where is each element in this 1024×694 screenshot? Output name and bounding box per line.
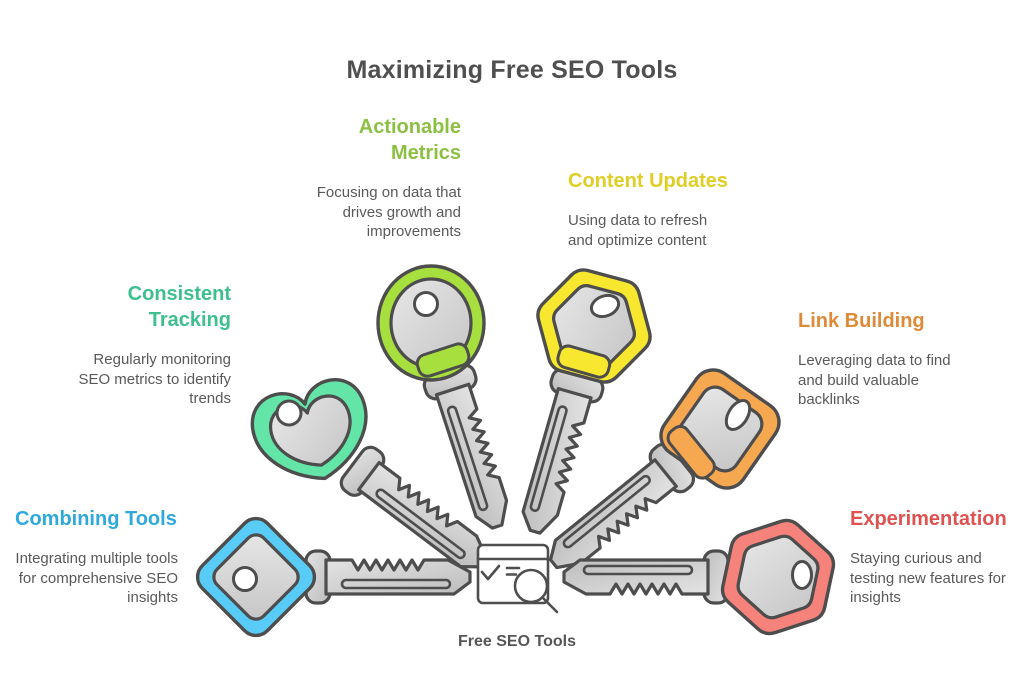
magnifier-handle	[541, 596, 559, 614]
key-collar-band	[666, 424, 716, 480]
item-heading: Experimentation	[850, 508, 1007, 530]
item-heading: Combining Tools	[15, 508, 177, 530]
item-combining-tools: Combining Tools Integrating multiple too…	[5, 506, 178, 608]
item-heading: Actionable Metrics	[358, 116, 461, 164]
checkmark-icon	[480, 564, 501, 581]
item-description: Using data to refresh and optimize conte…	[568, 212, 708, 249]
page-title: Maximizing Free SEO Tools	[346, 56, 678, 84]
text-lines-icon	[505, 566, 521, 576]
item-heading: Content Updates	[568, 170, 728, 192]
item-description: Leveraging data to find and build valuab…	[798, 352, 951, 408]
key-hole	[791, 560, 813, 590]
key-consistent-tracking	[243, 371, 502, 586]
key-collar-band	[415, 342, 471, 378]
browser-search-icon	[476, 543, 559, 614]
item-content-updates: Content Updates Using data to refresh an…	[568, 168, 728, 250]
item-experimentation: Experimentation Staying curious and test…	[850, 506, 1024, 608]
key-shaft	[562, 549, 730, 605]
key-hole	[589, 293, 621, 319]
key-collar-band	[556, 344, 612, 379]
key-hole	[275, 399, 303, 427]
key-link-building	[535, 368, 781, 586]
item-consistent-tracking: Consistent Tracking Regularly monitoring…	[61, 281, 231, 409]
item-actionable-metrics: Actionable Metrics Focusing on data that…	[301, 114, 461, 242]
magnifier-glass	[513, 568, 549, 604]
center-label: Free SEO Tools	[458, 633, 576, 650]
item-description: Staying curious and testing new features…	[850, 550, 1006, 606]
key-experimentation	[562, 508, 843, 646]
key-hole	[232, 566, 258, 592]
key-shaft	[304, 549, 472, 605]
key-bow	[713, 508, 843, 646]
key-hole	[413, 291, 439, 317]
item-heading: Link Building	[798, 310, 925, 332]
key-combining-tools	[195, 516, 472, 638]
key-content-updates	[508, 255, 661, 541]
item-description: Focusing on data that drives growth and …	[316, 184, 461, 240]
key-hole	[724, 399, 752, 431]
key-actionable-metrics	[376, 264, 524, 537]
item-link-building: Link Building Leveraging data to find an…	[798, 308, 970, 410]
item-heading: Consistent Tracking	[127, 283, 231, 331]
item-description: Integrating multiple tools for comprehen…	[15, 550, 178, 606]
item-description: Regularly monitoring SEO metrics to iden…	[78, 351, 231, 407]
